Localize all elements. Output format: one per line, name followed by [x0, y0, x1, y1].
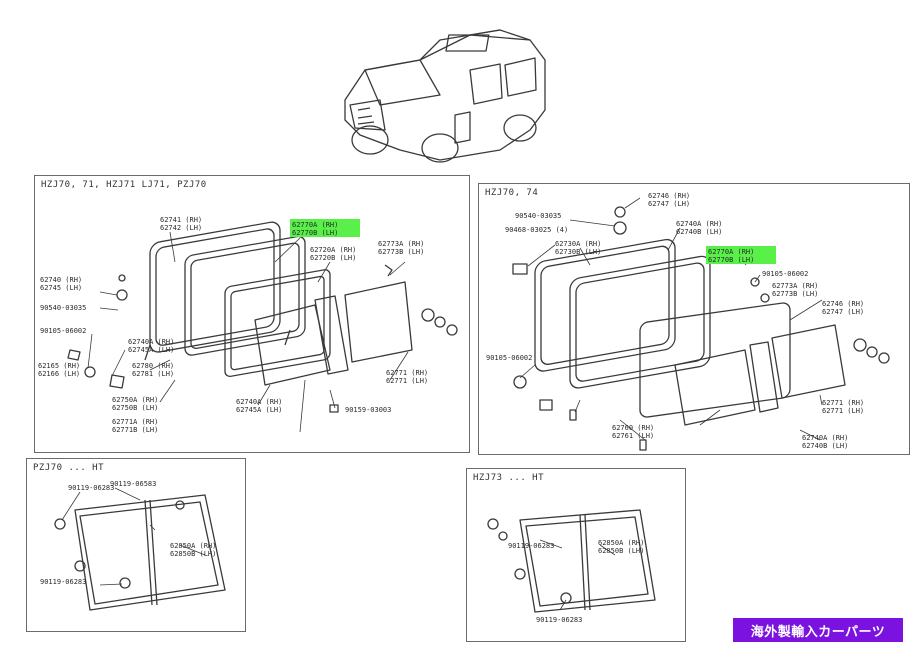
panel-title: HZJ70, 71, HZJ71 LJ71, PZJ70: [41, 180, 207, 190]
part-label: 62740 (RH): [40, 276, 82, 284]
part-label: 90119-06583: [110, 480, 156, 488]
top-right-window-assembly: [512, 206, 890, 451]
part-label: 62850A (RH): [170, 542, 216, 550]
part-label: 62850B (LH): [598, 547, 644, 555]
part-label: 62760 (RH): [612, 424, 654, 432]
part-label: 62740A (RH): [128, 338, 174, 346]
part-label: 62770B (LH): [708, 256, 754, 264]
part-label: 90119-06283: [68, 484, 114, 492]
part-label: 62747 (LH): [822, 308, 864, 316]
part-label: 62740A (RH): [236, 398, 282, 406]
part-label: 90540-03035: [515, 212, 561, 220]
highlight-box: [290, 219, 360, 237]
part-label: 62781 (LH): [132, 370, 174, 378]
part-label: 62720B (LH): [310, 254, 356, 262]
part-label: 62750B (LH): [112, 404, 158, 412]
part-label: 62740A (RH): [802, 434, 848, 442]
panel-title: HZJ73 ... HT: [473, 473, 545, 483]
part-label: 90119-06283: [40, 578, 86, 586]
part-label: 62773B (LH): [378, 248, 424, 256]
part-label: 62746 (RH): [822, 300, 864, 308]
part-label: 90468-03025 (4): [505, 226, 568, 234]
part-label: 62742 (LH): [160, 224, 202, 232]
part-label: 62771 (LH): [386, 377, 428, 385]
part-label: 62745A (LH): [128, 346, 174, 354]
part-label: 62770B (LH): [292, 229, 338, 237]
part-label: 90119-06283: [536, 616, 582, 624]
part-label: 90105-06002: [762, 270, 808, 278]
part-label: 62750A (RH): [112, 396, 158, 404]
bottom-right-window: [487, 509, 656, 613]
top-left-window-assembly: [67, 221, 458, 413]
part-label: 62771 (RH): [386, 369, 428, 377]
part-label: 62745 (LH): [40, 284, 82, 292]
part-label: 62761 (LH): [612, 432, 654, 440]
part-label: 90105-06002: [40, 327, 86, 335]
part-label: 62740B (LH): [802, 442, 848, 450]
part-label: 62740A (RH): [676, 220, 722, 228]
part-label: 62770A (RH): [292, 221, 338, 229]
part-label: 62730A (RH): [555, 240, 601, 248]
part-label: 62747 (LH): [648, 200, 690, 208]
part-label: 62741 (RH): [160, 216, 202, 224]
part-label: 62165 (RH): [38, 362, 80, 370]
part-label: 62770A (RH): [708, 248, 754, 256]
panel-title: HZJ70, 74: [485, 188, 539, 198]
part-label: 62746 (RH): [648, 192, 690, 200]
panel-top-left: HZJ70, 71, HZJ71 LJ71, PZJ70: [34, 175, 470, 453]
vehicle-illustration: [344, 29, 546, 163]
highlight-box: [706, 246, 776, 264]
panel-title: PZJ70 ... HT: [33, 463, 105, 473]
part-label: 62740B (LH): [676, 228, 722, 236]
part-label: 62730B (LH): [555, 248, 601, 256]
part-label: 90105-06002: [486, 354, 532, 362]
panel-bottom-right: HZJ73 ... HT: [466, 468, 686, 642]
part-label: 62773B (LH): [772, 290, 818, 298]
part-label: 62850B (LH): [170, 550, 216, 558]
part-label: 62771 (LH): [822, 407, 864, 415]
part-label: 90159-03003: [345, 406, 391, 414]
part-label: 62720A (RH): [310, 246, 356, 254]
part-label: 62773A (RH): [772, 282, 818, 290]
part-label: 62780 (RH): [132, 362, 174, 370]
part-label: 90119-06283: [508, 542, 554, 550]
part-label: 62773A (RH): [378, 240, 424, 248]
part-label: 62166 (LH): [38, 370, 80, 378]
part-label: 62771B (LH): [112, 426, 158, 434]
bottom-left-window: [54, 494, 226, 611]
part-label: 62850A (RH): [598, 539, 644, 547]
part-label: 90540-03035: [40, 304, 86, 312]
part-label: 62771 (RH): [822, 399, 864, 407]
part-label: 62771A (RH): [112, 418, 158, 426]
import-parts-badge: 海外製輸入カーパーツ: [733, 618, 903, 642]
part-label: 62745A (LH): [236, 406, 282, 414]
